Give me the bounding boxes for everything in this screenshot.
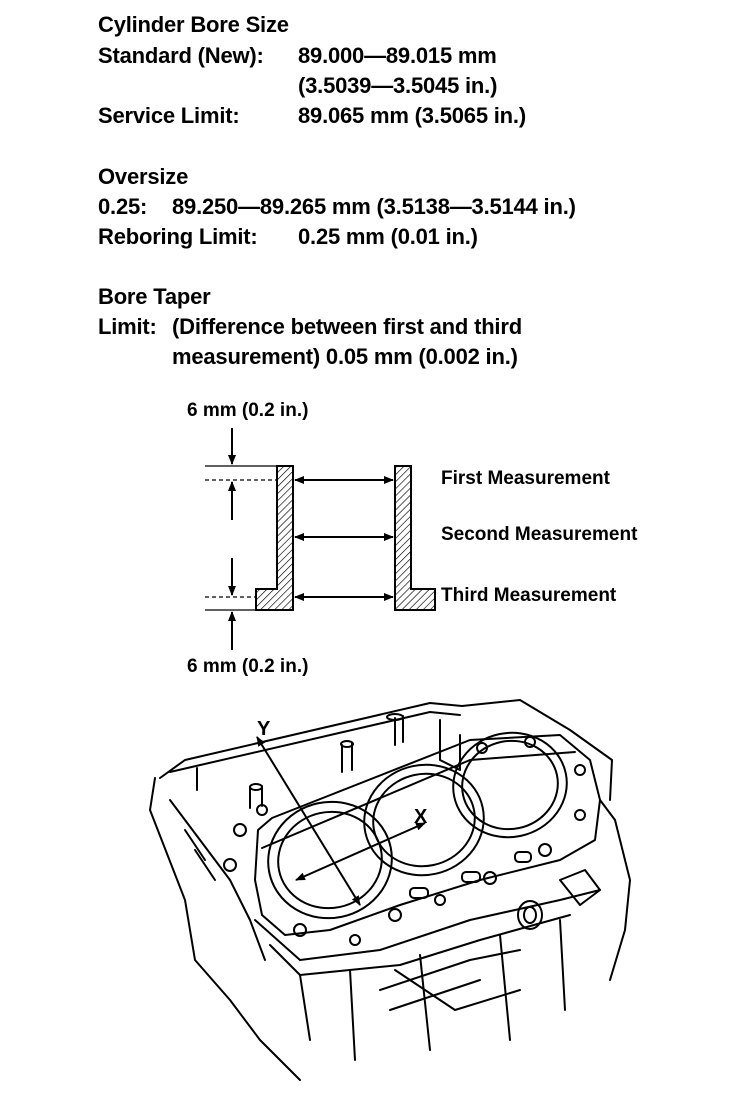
standard-label: Standard (New): xyxy=(98,43,264,68)
standard-mm-value: 89.000—89.015 mm xyxy=(298,43,497,68)
taper-limit-line1: (Difference between first and third xyxy=(172,314,522,339)
standard-in-value: (3.5039—3.5045 in.) xyxy=(298,73,498,98)
reboring-limit-value: 0.25 mm (0.01 in.) xyxy=(298,224,478,249)
axis-x-line xyxy=(295,822,426,881)
bore-size-heading: Cylinder Bore Size xyxy=(98,12,289,37)
oversize-value: 89.250—89.265 mm (3.5138—3.5144 in.) xyxy=(172,194,576,219)
taper-limit-label: Limit: xyxy=(98,314,157,339)
bore-measurement-diagram xyxy=(205,428,436,650)
bore-taper-heading: Bore Taper xyxy=(98,284,211,309)
top-offset-label: 6 mm (0.2 in.) xyxy=(187,400,309,421)
taper-limit-line2: measurement) 0.05 mm (0.002 in.) xyxy=(172,344,518,369)
axis-y-label: Y xyxy=(257,718,271,740)
front-face xyxy=(149,777,301,1081)
rear-bank-outline xyxy=(159,699,613,801)
reboring-limit-label: Reboring Limit: xyxy=(98,224,258,249)
service-limit-value: 89.065 mm (3.5065 in.) xyxy=(298,103,526,128)
first-measurement-label: First Measurement xyxy=(441,468,610,489)
deck-surface xyxy=(254,734,601,936)
bottom-offset-label: 6 mm (0.2 in.) xyxy=(187,656,309,677)
second-measurement-label: Second Measurement xyxy=(441,524,638,545)
oversize-label: 0.25: xyxy=(98,194,148,219)
cylinder-bore-3 xyxy=(452,731,568,839)
service-limit-label: Service Limit: xyxy=(98,103,240,128)
axis-y-line xyxy=(256,736,361,906)
third-measurement-label: Third Measurement xyxy=(441,585,617,606)
oversize-heading: Oversize xyxy=(98,164,189,189)
right-cylinder-wall xyxy=(394,465,436,611)
axis-x-label: X xyxy=(414,806,428,828)
